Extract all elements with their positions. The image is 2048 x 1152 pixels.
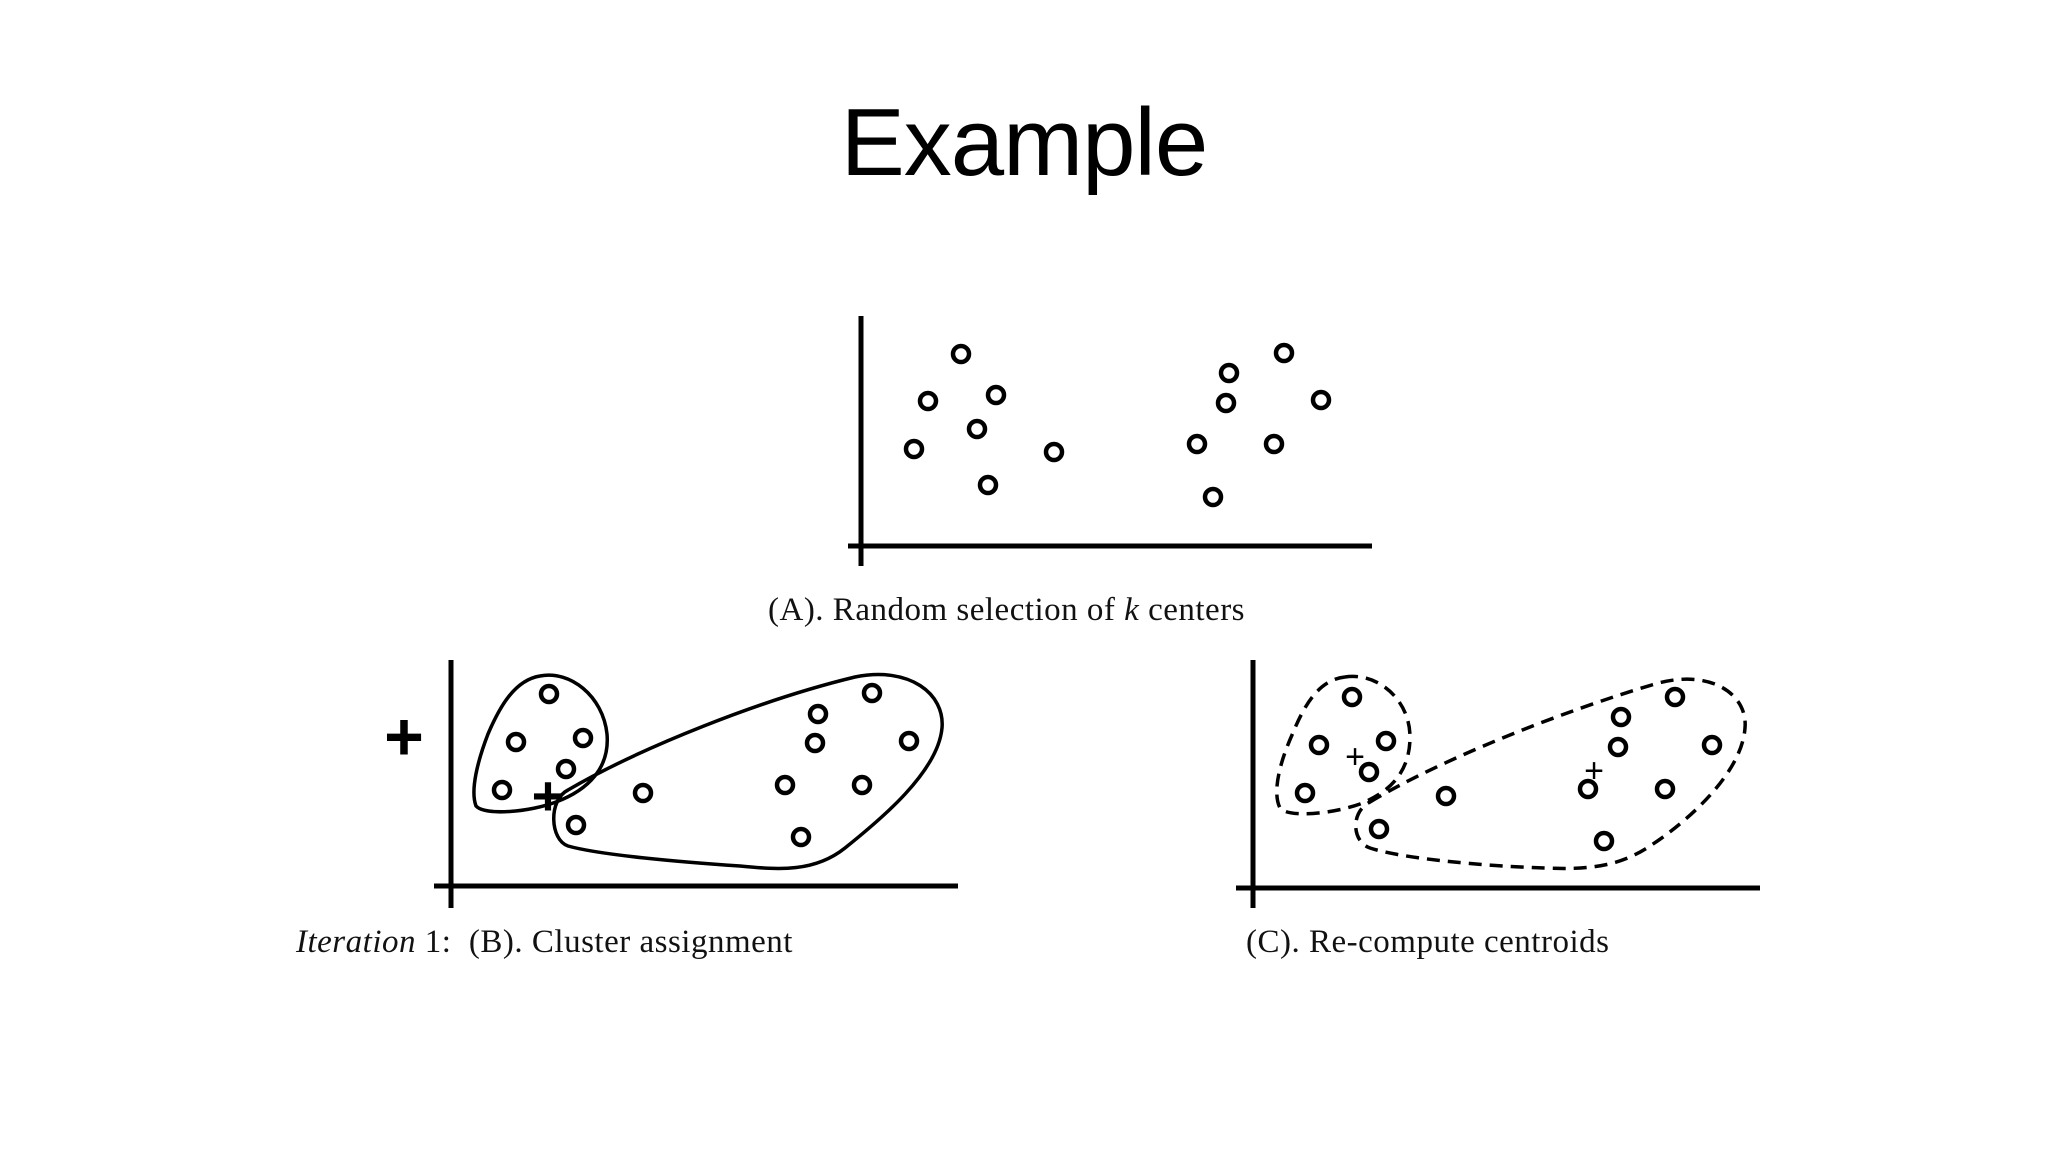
panel-a-points xyxy=(903,342,1332,508)
data-point xyxy=(1607,736,1629,758)
caption-text: 1: (B). Cluster assignment xyxy=(415,924,793,960)
data-point xyxy=(851,774,873,796)
data-point xyxy=(861,682,883,704)
caption-k: k xyxy=(1124,592,1140,628)
data-point xyxy=(538,683,560,705)
data-point xyxy=(1701,734,1723,756)
data-point xyxy=(1308,734,1330,756)
slide-title: Example xyxy=(840,89,1209,196)
data-point xyxy=(966,418,988,440)
data-point xyxy=(1368,818,1390,840)
data-point xyxy=(1664,686,1686,708)
panel-c-plot: + + xyxy=(1236,660,1760,908)
centroid-marker: + xyxy=(532,764,565,827)
data-point xyxy=(632,782,654,804)
cluster-1-outline xyxy=(472,673,609,814)
cluster-2-outline xyxy=(1354,677,1747,871)
data-point xyxy=(790,826,812,848)
data-point xyxy=(774,774,796,796)
panel-c-caption: (C). Re-compute centroids xyxy=(1246,924,1610,960)
panel-c-points xyxy=(1294,686,1723,852)
data-point xyxy=(1202,486,1224,508)
caption-text: (A). Random selection of xyxy=(768,592,1125,628)
data-point xyxy=(898,730,920,752)
data-point xyxy=(1186,433,1208,455)
data-point xyxy=(1273,342,1295,364)
data-point xyxy=(572,727,594,749)
data-point xyxy=(1610,706,1632,728)
data-point xyxy=(1375,730,1397,752)
data-point xyxy=(1294,782,1316,804)
data-point xyxy=(1341,686,1363,708)
centroid-marker: + xyxy=(384,699,424,775)
panel-b-caption: Iteration 1: (B). Cluster assignment xyxy=(296,924,793,961)
data-point xyxy=(977,474,999,496)
data-point xyxy=(985,384,1007,406)
cluster-2-outline xyxy=(552,672,944,871)
data-point xyxy=(903,438,925,460)
data-point xyxy=(1215,392,1237,414)
data-point xyxy=(491,779,513,801)
data-point xyxy=(565,814,587,836)
data-point xyxy=(1043,441,1065,463)
centroid-marker: + xyxy=(1584,752,1604,790)
caption-text: centers xyxy=(1139,592,1246,628)
panel-a-caption: (A). Random selection of k centers xyxy=(768,592,1245,629)
data-point xyxy=(1218,362,1240,384)
data-point xyxy=(1358,761,1380,783)
data-point xyxy=(505,731,527,753)
panel-b-points xyxy=(491,682,920,848)
caption-iteration: Iteration xyxy=(296,924,416,960)
data-point xyxy=(1654,778,1676,800)
data-point xyxy=(1310,389,1332,411)
data-point xyxy=(1593,830,1615,852)
data-point xyxy=(1263,433,1285,455)
centroid-marker: + xyxy=(1345,738,1365,776)
data-point xyxy=(804,732,826,754)
data-point xyxy=(950,343,972,365)
data-point xyxy=(807,703,829,725)
panel-a-plot xyxy=(848,316,1372,566)
data-point xyxy=(917,390,939,412)
panel-b-plot: + + xyxy=(384,660,958,908)
data-point xyxy=(555,758,577,780)
data-point xyxy=(1577,778,1599,800)
data-point xyxy=(1435,785,1457,807)
